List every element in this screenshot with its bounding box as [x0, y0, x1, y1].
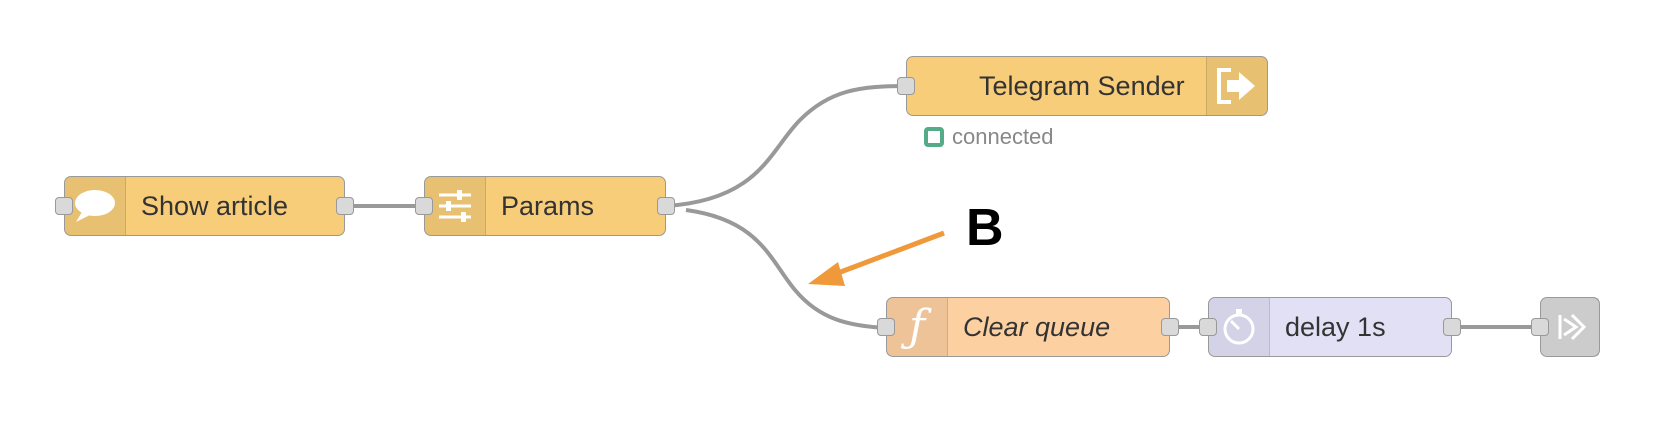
- node-link-out[interactable]: [1531, 297, 1600, 357]
- sign-out-icon: [1206, 57, 1267, 115]
- node-delay[interactable]: delay 1s: [1199, 297, 1461, 357]
- annotation-arrow: [808, 230, 945, 286]
- status-text: connected: [952, 124, 1054, 149]
- comment-icon: [65, 177, 126, 235]
- annotation-label: B: [966, 199, 1004, 257]
- node-label: Params: [501, 190, 595, 221]
- output-port[interactable]: [1161, 318, 1179, 336]
- status-dot: [924, 127, 944, 147]
- wire-params-clearqueue: [685, 208, 887, 330]
- node-label: Clear queue: [963, 311, 1111, 342]
- output-port[interactable]: [657, 197, 675, 215]
- function-icon: ƒ: [887, 298, 948, 356]
- node-clear-queue[interactable]: ƒ Clear queue: [877, 297, 1179, 357]
- input-port[interactable]: [1199, 318, 1217, 336]
- link-out-icon: [1541, 298, 1599, 356]
- input-port[interactable]: [55, 197, 73, 215]
- node-label: Telegram Sender: [979, 70, 1185, 101]
- node-params[interactable]: Params: [415, 176, 675, 236]
- input-port[interactable]: [897, 77, 915, 95]
- node-label: Show article: [141, 190, 289, 221]
- wire-params-telegram: [665, 84, 907, 208]
- output-port[interactable]: [1443, 318, 1461, 336]
- node-telegram-sender[interactable]: Telegram Sender: [897, 56, 1268, 116]
- node-label: delay 1s: [1285, 311, 1386, 342]
- node-show-article[interactable]: Show article: [55, 176, 354, 236]
- input-port[interactable]: [415, 197, 433, 215]
- sliders-icon: [425, 177, 486, 235]
- timer-icon: [1209, 298, 1270, 356]
- input-port[interactable]: [1531, 318, 1549, 336]
- input-port[interactable]: [877, 318, 895, 336]
- output-port[interactable]: [336, 197, 354, 215]
- status-indicator: connected: [924, 124, 1054, 150]
